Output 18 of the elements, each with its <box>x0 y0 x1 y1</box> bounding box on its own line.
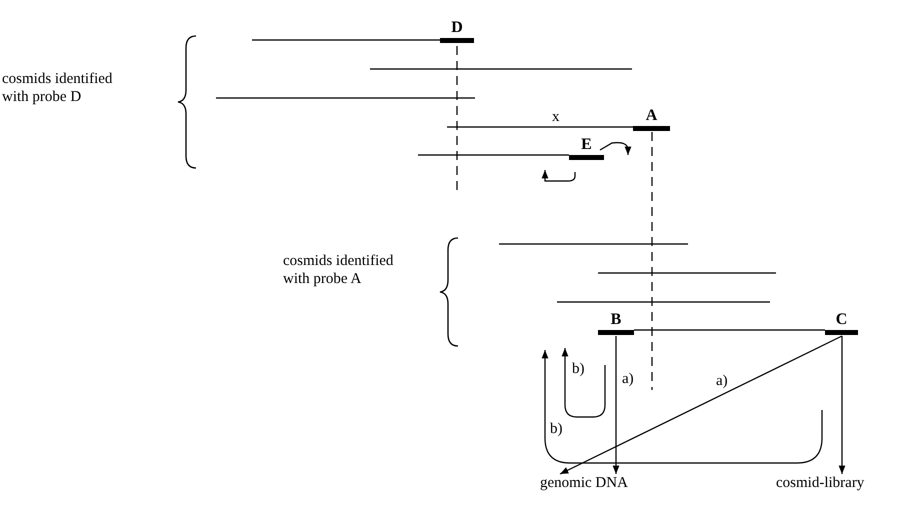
probe-segment: C <box>825 312 858 335</box>
probe-segment: B <box>598 312 634 335</box>
connector-line <box>634 329 825 331</box>
edge-label: a) <box>622 370 634 388</box>
arrow <box>612 336 620 474</box>
text-label: x <box>552 108 560 126</box>
text-label: b) <box>550 420 562 438</box>
node-text: genomic DNA <box>540 474 628 492</box>
probe-segment: A <box>633 108 670 131</box>
edge-label: a) <box>716 372 728 390</box>
probe-segment: E <box>569 137 604 160</box>
text-label: b) <box>572 360 584 378</box>
node-text: cosmid-library <box>776 474 864 492</box>
probe-segment: D <box>440 20 474 43</box>
group-note: cosmids identified with probe A <box>283 252 394 288</box>
arrow <box>838 336 846 474</box>
arrow <box>560 335 842 475</box>
group-note: cosmids identified with probe D <box>2 70 114 106</box>
